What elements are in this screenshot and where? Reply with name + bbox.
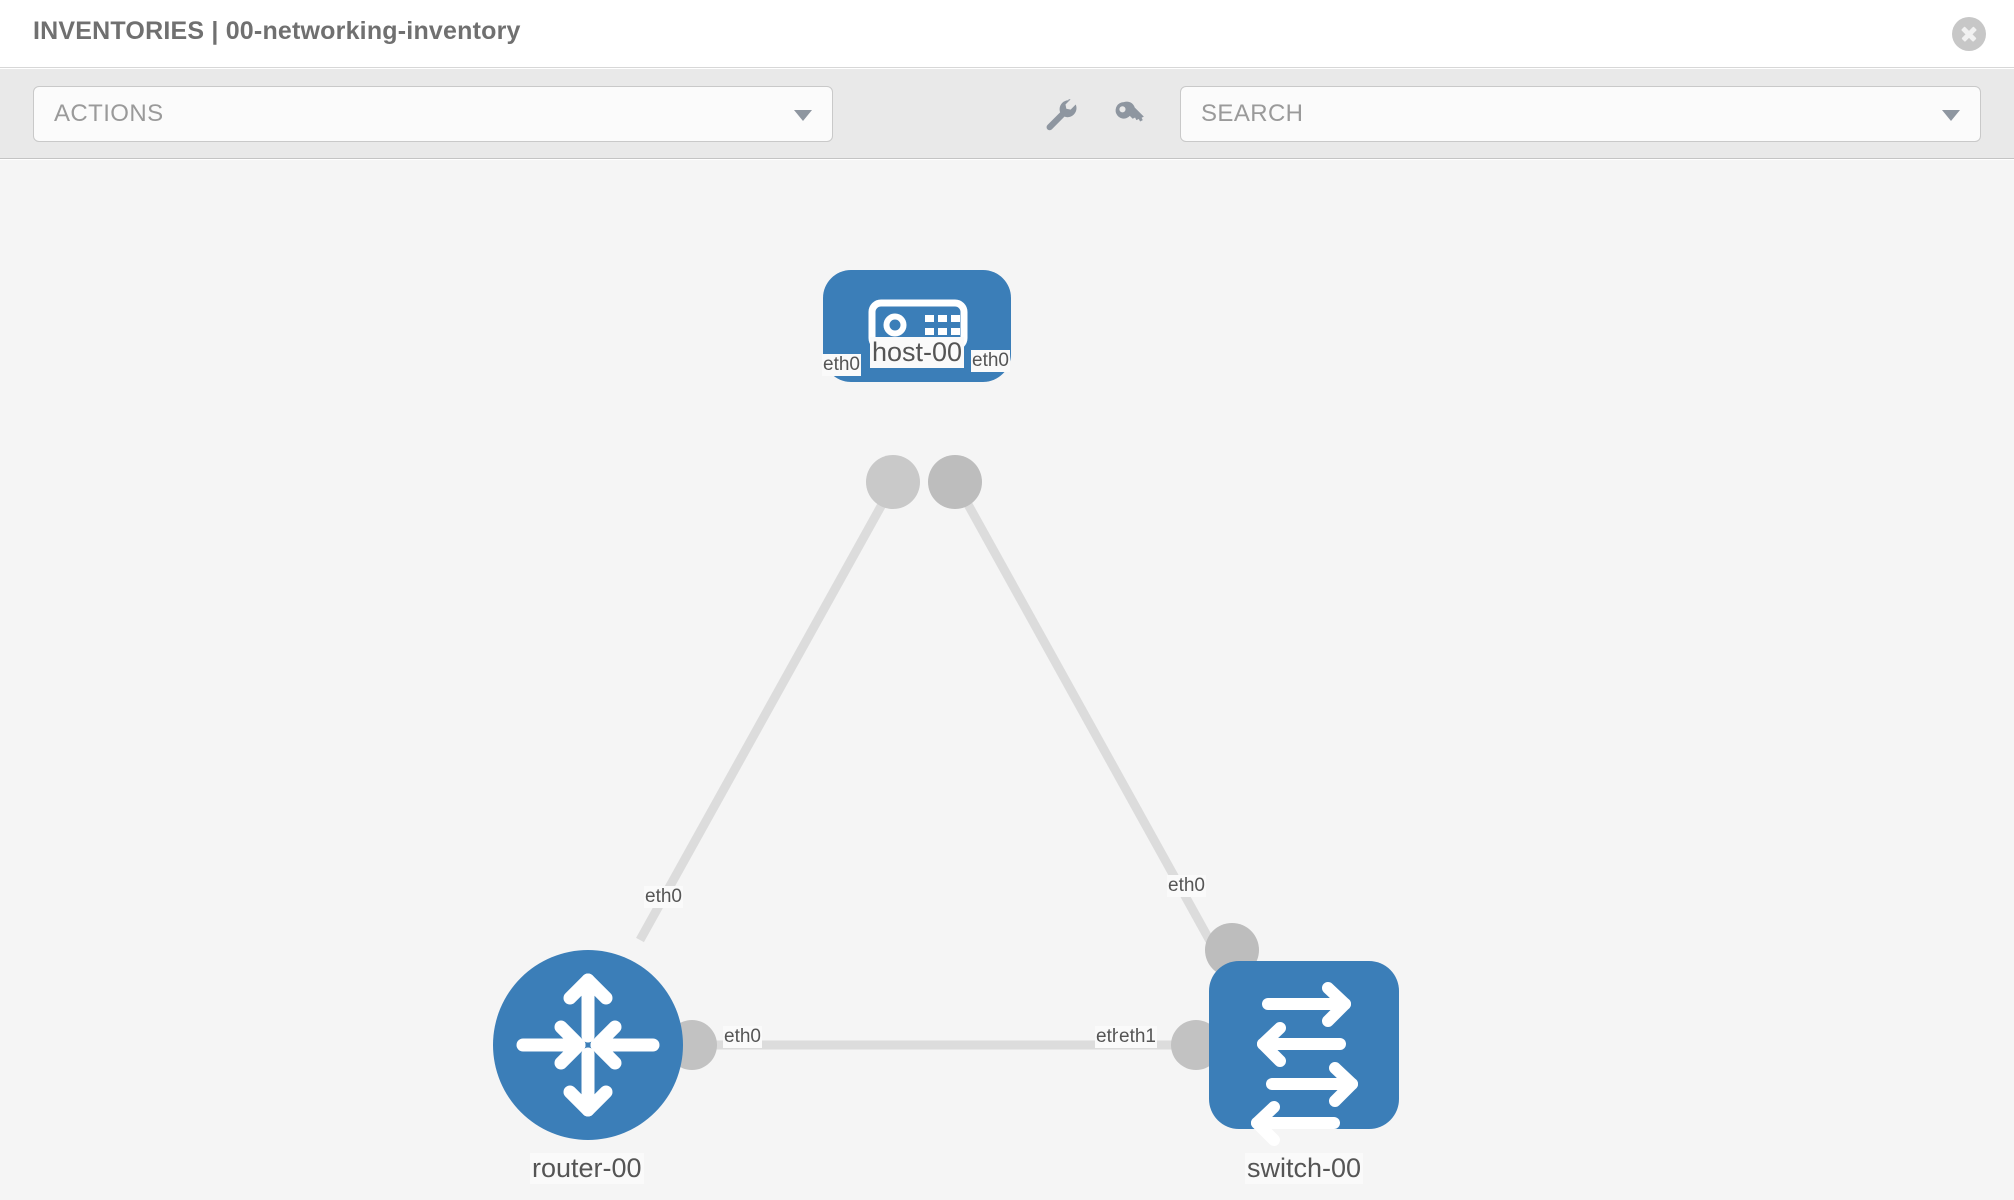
toolbar: ACTIONS SEARCH xyxy=(0,69,2014,159)
port-label: eth0 xyxy=(971,350,1010,372)
link-host-router[interactable] xyxy=(636,487,894,943)
port-label: eth0 xyxy=(644,886,683,908)
node-label-host: host-00 xyxy=(870,337,965,369)
actions-dropdown-label: ACTIONS xyxy=(54,100,164,127)
chevron-down-icon xyxy=(1942,110,1960,121)
link-host-switch[interactable] xyxy=(956,487,1219,953)
chevron-down-icon xyxy=(794,110,812,121)
topology-graph xyxy=(493,270,1399,1146)
port-label: eth1 xyxy=(1118,1026,1157,1048)
search-placeholder: SEARCH xyxy=(1201,100,1304,127)
close-icon[interactable] xyxy=(1952,17,1986,51)
topology-links xyxy=(636,487,1219,1050)
node-label-router: router-00 xyxy=(530,1153,644,1185)
topology-canvas[interactable]: eth0 eth0 eth0 eth0 eth0 eth0 eth1 host-… xyxy=(0,160,2014,1200)
port-label: eth0 xyxy=(723,1026,762,1048)
actions-dropdown[interactable]: ACTIONS xyxy=(33,86,833,142)
key-icon[interactable] xyxy=(1110,96,1148,134)
switch-arrows-icon xyxy=(1251,982,1358,1146)
port-label: eth0 xyxy=(1167,875,1206,897)
port-host-eth0-left[interactable] xyxy=(866,455,920,509)
wrench-icon[interactable] xyxy=(1042,96,1080,134)
node-switch-00[interactable] xyxy=(1209,961,1399,1146)
search-input[interactable]: SEARCH xyxy=(1180,86,1981,142)
node-router-00[interactable] xyxy=(493,950,683,1140)
page-header: INVENTORIES | 00-networking-inventory xyxy=(0,0,2014,68)
port-switch-eth1[interactable] xyxy=(1171,1020,1221,1070)
topology-ports xyxy=(667,455,1259,1070)
port-host-eth0-right[interactable] xyxy=(928,455,982,509)
node-label-switch: switch-00 xyxy=(1245,1153,1364,1185)
port-label: eth0 xyxy=(822,354,861,376)
router-arrows-icon xyxy=(516,973,660,1117)
page-title: INVENTORIES | 00-networking-inventory xyxy=(33,17,521,45)
